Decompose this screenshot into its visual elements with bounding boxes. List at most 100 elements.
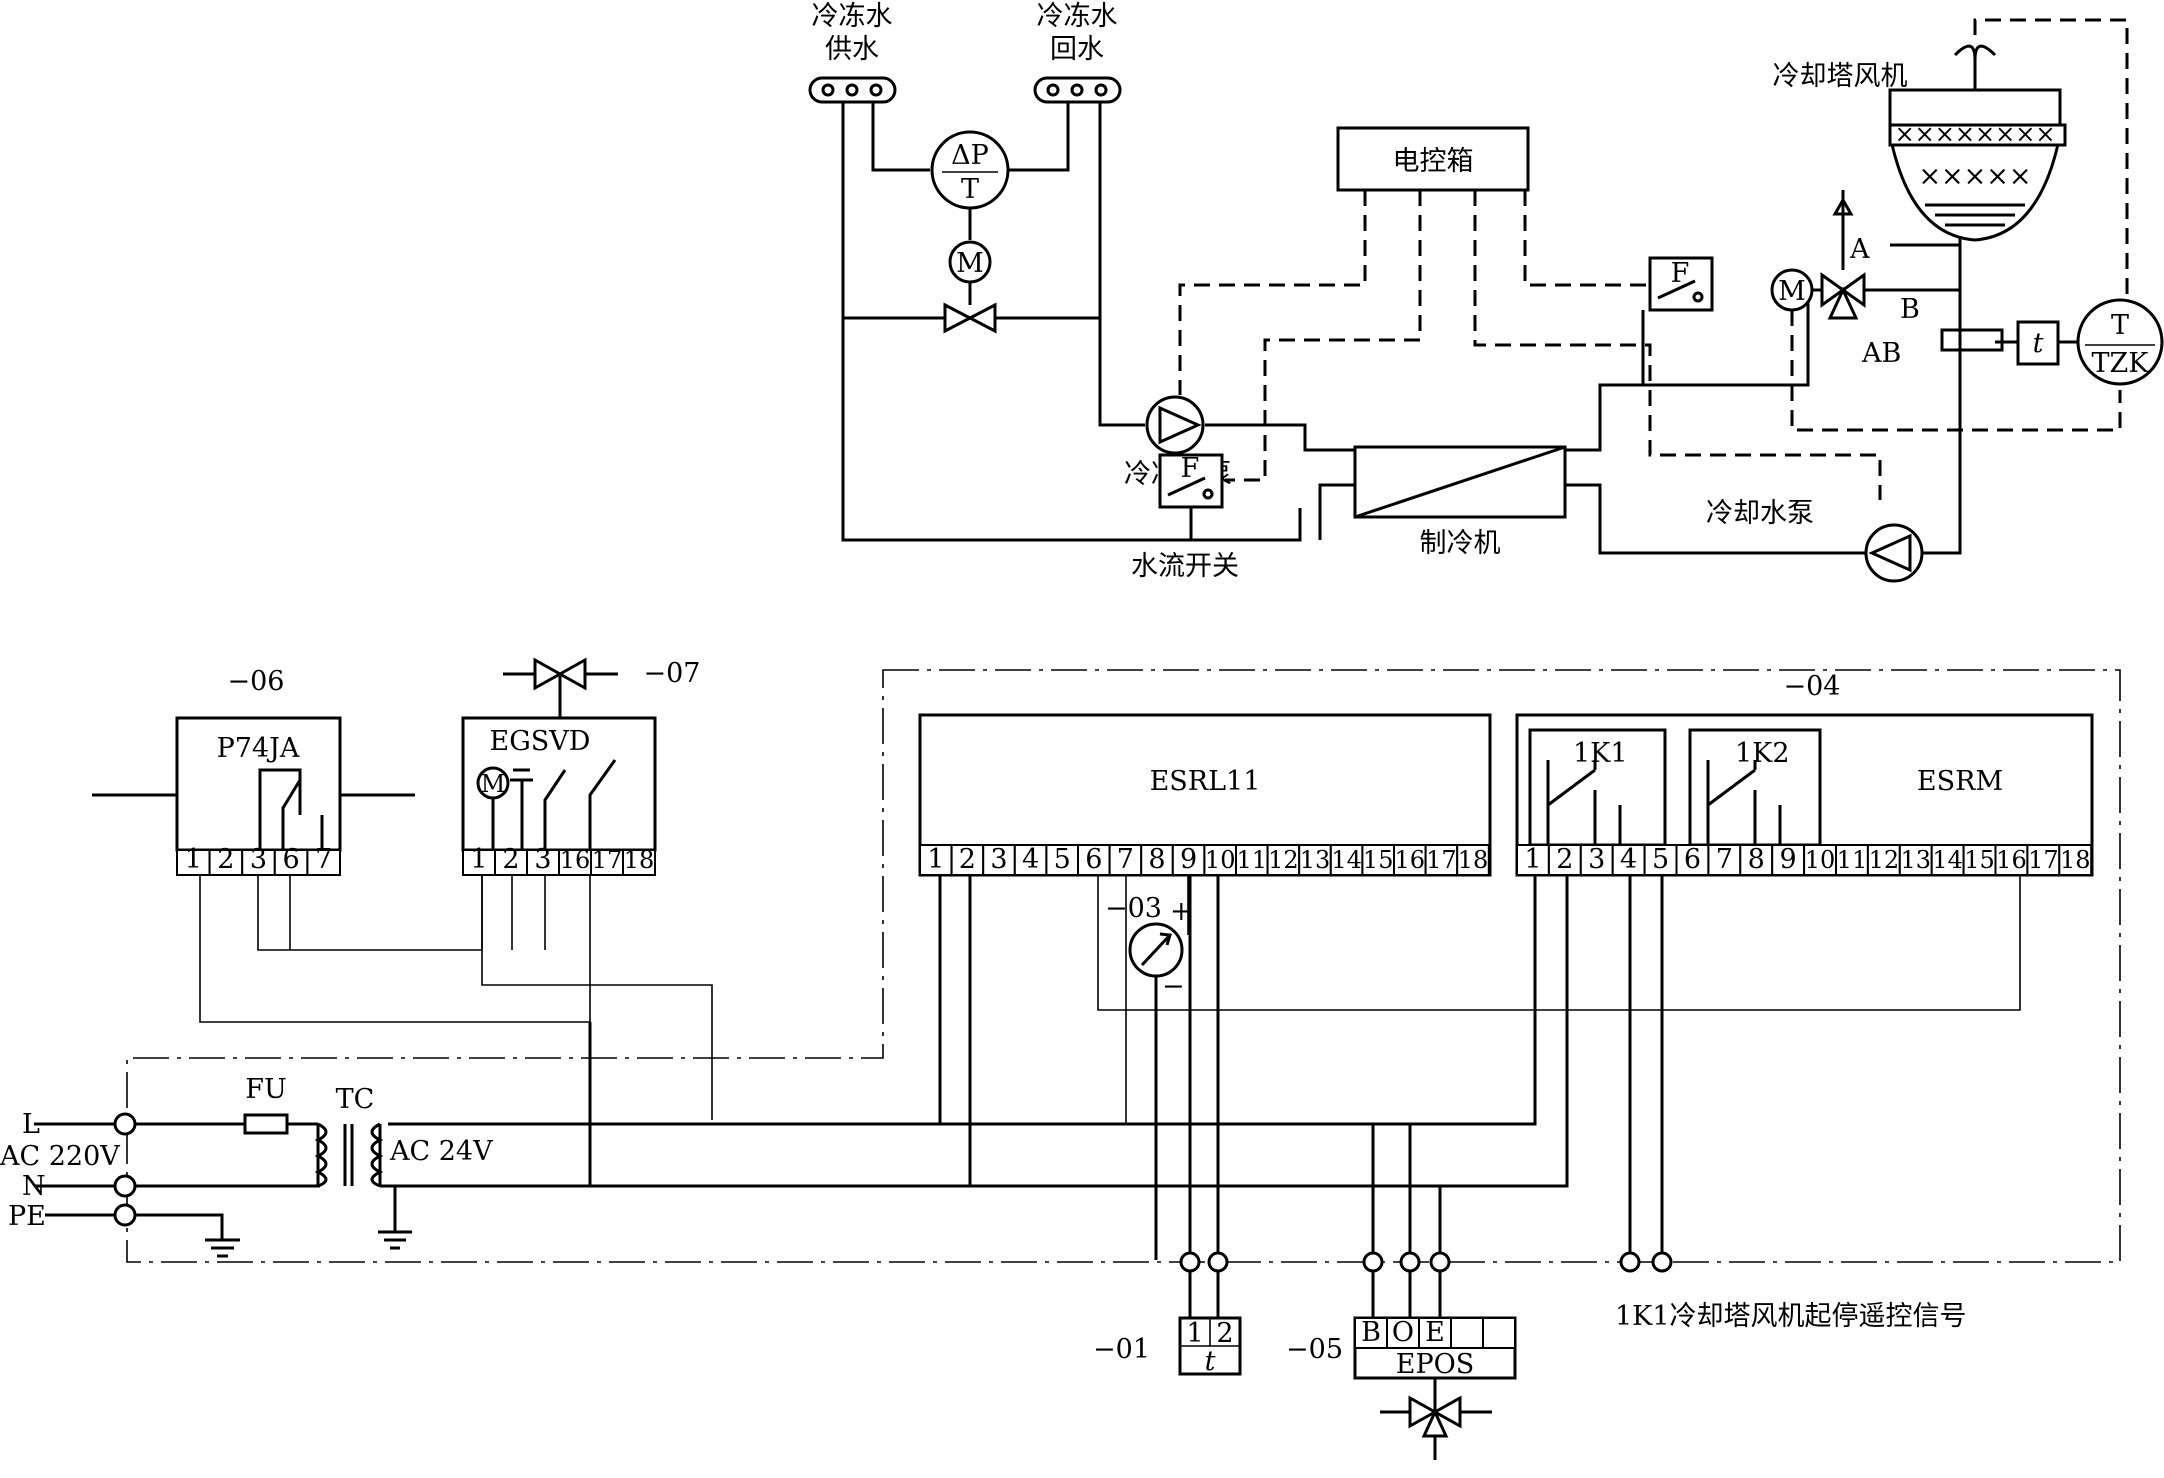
pipe-cwpump-up bbox=[1890, 243, 1962, 555]
terminal-cell bbox=[982, 844, 1016, 876]
terminal-cell bbox=[1013, 844, 1048, 876]
terminal-label: 2 bbox=[1556, 844, 1573, 875]
terminal-cell bbox=[1235, 844, 1269, 876]
terminal-cell bbox=[1516, 844, 1550, 876]
tag-05: −05 bbox=[1286, 1334, 1343, 1365]
terminal-label: 11 bbox=[1237, 846, 1268, 874]
dp-sensor: ΔP T bbox=[930, 130, 1010, 210]
terminal-label: E bbox=[1425, 1317, 1445, 1348]
flow-switch-right: F bbox=[1641, 256, 1714, 385]
terminal-cell bbox=[1771, 844, 1806, 876]
chw-supply-label-1: 冷冻水 bbox=[812, 1, 893, 32]
terminal-label: 8 bbox=[1748, 844, 1765, 875]
tower-temp-sensor: t T TZK bbox=[1940, 298, 2164, 386]
ctrl-line-pump bbox=[1178, 190, 1367, 395]
svg-text:M: M bbox=[956, 248, 984, 279]
svg-text:T: T bbox=[961, 174, 979, 205]
meter-03: −03 + − bbox=[1105, 893, 1193, 1002]
pipe-chiller-return bbox=[1318, 483, 1355, 540]
terminal-label: 10 bbox=[1205, 846, 1236, 874]
terminal-label: 9 bbox=[1180, 844, 1197, 875]
terminal-label: 3 bbox=[534, 844, 551, 875]
control-box: 电控箱 bbox=[1336, 126, 1530, 192]
tag-01: −01 bbox=[1093, 1334, 1150, 1365]
cooling-water-pump: 冷却水泵 bbox=[1706, 498, 1924, 583]
p74ja-label: P74JA bbox=[217, 733, 300, 764]
svg-text:1: 1 bbox=[1186, 1318, 1203, 1349]
pipe-dp-right bbox=[1008, 102, 1070, 172]
terminal-label: 5 bbox=[1054, 844, 1071, 875]
label-PE: PE bbox=[8, 1201, 46, 1232]
terminal-cell bbox=[1361, 844, 1396, 876]
terminal-label: 1 bbox=[1524, 844, 1541, 875]
terminal-label: 2 bbox=[502, 844, 519, 875]
label-L: L bbox=[22, 1109, 40, 1140]
terminal-cell bbox=[1393, 844, 1427, 876]
terminal-cell bbox=[1994, 844, 2029, 876]
terminal-label: O bbox=[1392, 1317, 1414, 1348]
svg-text:+: + bbox=[1170, 896, 1193, 927]
ctrl-line-valve bbox=[1790, 310, 2122, 432]
terminal-cell bbox=[590, 849, 624, 876]
svg-text:M: M bbox=[1778, 276, 1806, 307]
terminal-label: 18 bbox=[1458, 846, 1489, 874]
pipe-chiller-to-tower bbox=[1565, 300, 1810, 452]
terminal-label: 2 bbox=[217, 844, 234, 875]
terminal-cell bbox=[1329, 844, 1364, 876]
svg-text:−: − bbox=[1162, 971, 1185, 1002]
pipe-pump-to-chiller bbox=[1205, 423, 1355, 452]
terminal-label: 13 bbox=[1300, 846, 1331, 874]
pipe-chiller-to-cwpump bbox=[1565, 483, 1866, 555]
ctrl-line-flowswitch bbox=[1225, 190, 1422, 482]
svg-text:TZK: TZK bbox=[2092, 348, 2150, 379]
terminal-label: 3 bbox=[1588, 844, 1605, 875]
chw-return-label-2: 回水 bbox=[1050, 34, 1104, 65]
terminal-cell bbox=[1739, 844, 1774, 876]
label-ac24: AC 24V bbox=[389, 1136, 493, 1167]
svg-text:A: A bbox=[1849, 234, 1870, 265]
terminal-cell bbox=[1962, 844, 1997, 876]
relay-1k2-label: 1K2 bbox=[1735, 738, 1790, 769]
terminal-cell bbox=[1898, 844, 1933, 876]
terminal-label: 10 bbox=[1805, 846, 1836, 874]
terminal-label: 17 bbox=[592, 846, 623, 874]
terminal-label: 17 bbox=[1426, 846, 1457, 874]
terminal-label: 7 bbox=[1716, 844, 1733, 875]
terminal-label: 3 bbox=[250, 844, 267, 875]
terminal-label: 16 bbox=[1395, 846, 1426, 874]
relay-1k1-label: 1K1 bbox=[1573, 738, 1628, 769]
terminal-cell bbox=[306, 849, 341, 876]
enclosure-04 bbox=[126, 669, 2121, 1263]
terminal-label: 12 bbox=[1869, 846, 1900, 874]
cooling-tower: ×××××××× ××××× 冷却塔风机 bbox=[1773, 44, 2067, 242]
terminal-cell bbox=[950, 844, 985, 876]
bypass-valve bbox=[943, 302, 997, 334]
terminal-cell bbox=[1140, 844, 1174, 876]
terminal-label: 4 bbox=[1620, 844, 1637, 875]
terminal-cell bbox=[2058, 844, 2093, 876]
terminal-cell bbox=[1450, 1317, 1484, 1349]
terminal-cell bbox=[1424, 844, 1459, 876]
tag-04: −04 bbox=[1784, 671, 1841, 702]
ctrl-line-flowswitch-right bbox=[1523, 190, 1650, 287]
terminal-label: 13 bbox=[1900, 846, 1931, 874]
chiller-label: 制冷机 bbox=[1420, 528, 1501, 559]
terminal-label: 2 bbox=[959, 844, 976, 875]
terminal-label: 9 bbox=[1780, 844, 1797, 875]
terminal-label: 6 bbox=[1085, 844, 1102, 875]
control-box-label: 电控箱 bbox=[1393, 146, 1474, 177]
terminal-label: 8 bbox=[1148, 844, 1165, 875]
valve-motor: M bbox=[948, 240, 992, 284]
terminal-label: 3 bbox=[990, 844, 1007, 875]
terminal-label: 17 bbox=[2028, 846, 2059, 874]
svg-text:2: 2 bbox=[1216, 1318, 1233, 1349]
terminal-cell bbox=[176, 849, 211, 876]
chw-supply-label-2: 供水 bbox=[825, 34, 879, 65]
terminal-label: 1 bbox=[185, 844, 202, 875]
